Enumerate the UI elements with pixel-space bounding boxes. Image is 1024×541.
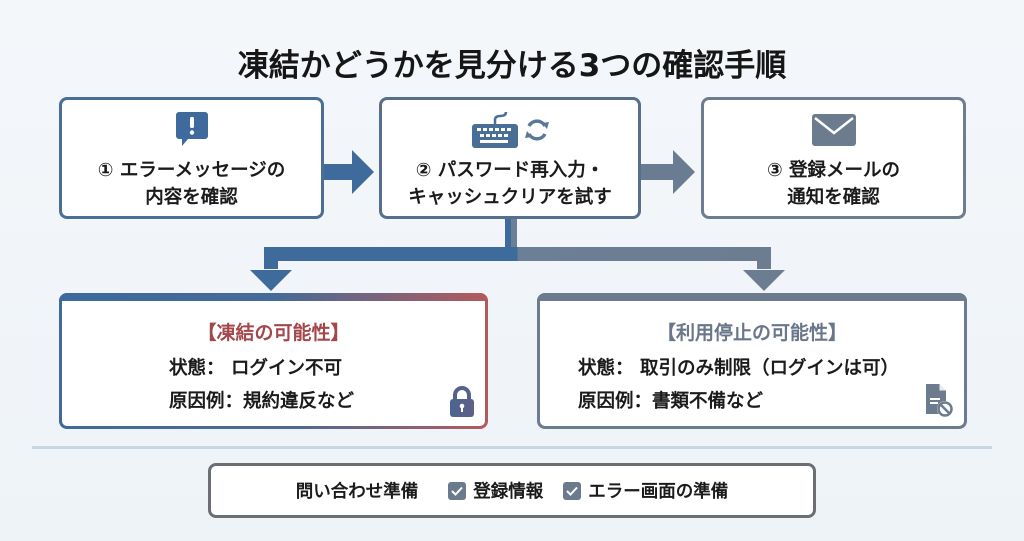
alert-speech-bubble-icon <box>175 112 208 146</box>
refresh-icon <box>525 119 549 141</box>
prep-title: 問い合わせ準備 <box>295 482 419 502</box>
step-1-card: ① エラーメッセージの 内容を確認 <box>59 97 324 219</box>
prep-item-registration-info[interactable]: 登録情報 <box>448 478 543 503</box>
prep-item-label: エラー画面の準備 <box>588 482 729 502</box>
step-1-line1: ① エラーメッセージの <box>97 160 286 181</box>
section-divider <box>32 446 992 449</box>
checkbox-checked-icon[interactable] <box>563 481 582 500</box>
arrow-to-suspend <box>743 270 785 291</box>
freeze-cause: 原因例：規約違反など <box>169 391 355 412</box>
branch-connector <box>250 219 785 291</box>
step-3-line1: ③ 登録メールの <box>766 160 901 181</box>
inquiry-prep-box: 問い合わせ準備 登録情報 エラー画面の準備 <box>208 463 816 518</box>
suspend-status: 状態： 取引のみ制限（ログインは可） <box>578 358 899 379</box>
prep-item-label: 登録情報 <box>473 482 544 502</box>
step-1-line2: 内容を確認 <box>145 187 238 208</box>
arrow-step2-to-step3 <box>641 150 695 194</box>
document-blocked-icon <box>926 384 953 417</box>
step-2-line2: キャッシュクリアを試す <box>408 187 612 208</box>
lock-icon <box>450 386 474 417</box>
freeze-status: 状態： ログイン不可 <box>169 358 342 379</box>
freeze-title: 【凍結の可能性】 <box>197 322 350 344</box>
page-title: 凍結かどうかを見分ける3つの確認手順 <box>237 48 787 84</box>
freeze-possibility-card: 【凍結の可能性】 状態： ログイン不可 原因例：規約違反など <box>59 293 488 429</box>
step-3-line2: 通知を確認 <box>787 187 880 208</box>
step-2-card: ② パスワード再入力・ キャッシュクリアを試す <box>379 97 641 219</box>
prep-item-error-screen[interactable]: エラー画面の準備 <box>563 478 728 503</box>
step-2-line1: ② パスワード再入力・ <box>415 160 605 181</box>
suspend-cause: 原因例：書類不備など <box>578 391 764 412</box>
keyboard-icon <box>472 111 518 148</box>
envelope-icon <box>811 114 856 146</box>
suspend-title: 【利用停止の可能性】 <box>656 322 847 344</box>
checkbox-checked-icon[interactable] <box>448 481 467 500</box>
arrow-step1-to-step2 <box>324 150 374 194</box>
step-3-card: ③ 登録メールの 通知を確認 <box>701 97 966 219</box>
suspension-possibility-card: 【利用停止の可能性】 状態： 取引のみ制限（ログインは可） 原因例：書類不備など <box>537 293 967 429</box>
arrow-to-freeze <box>250 270 292 291</box>
